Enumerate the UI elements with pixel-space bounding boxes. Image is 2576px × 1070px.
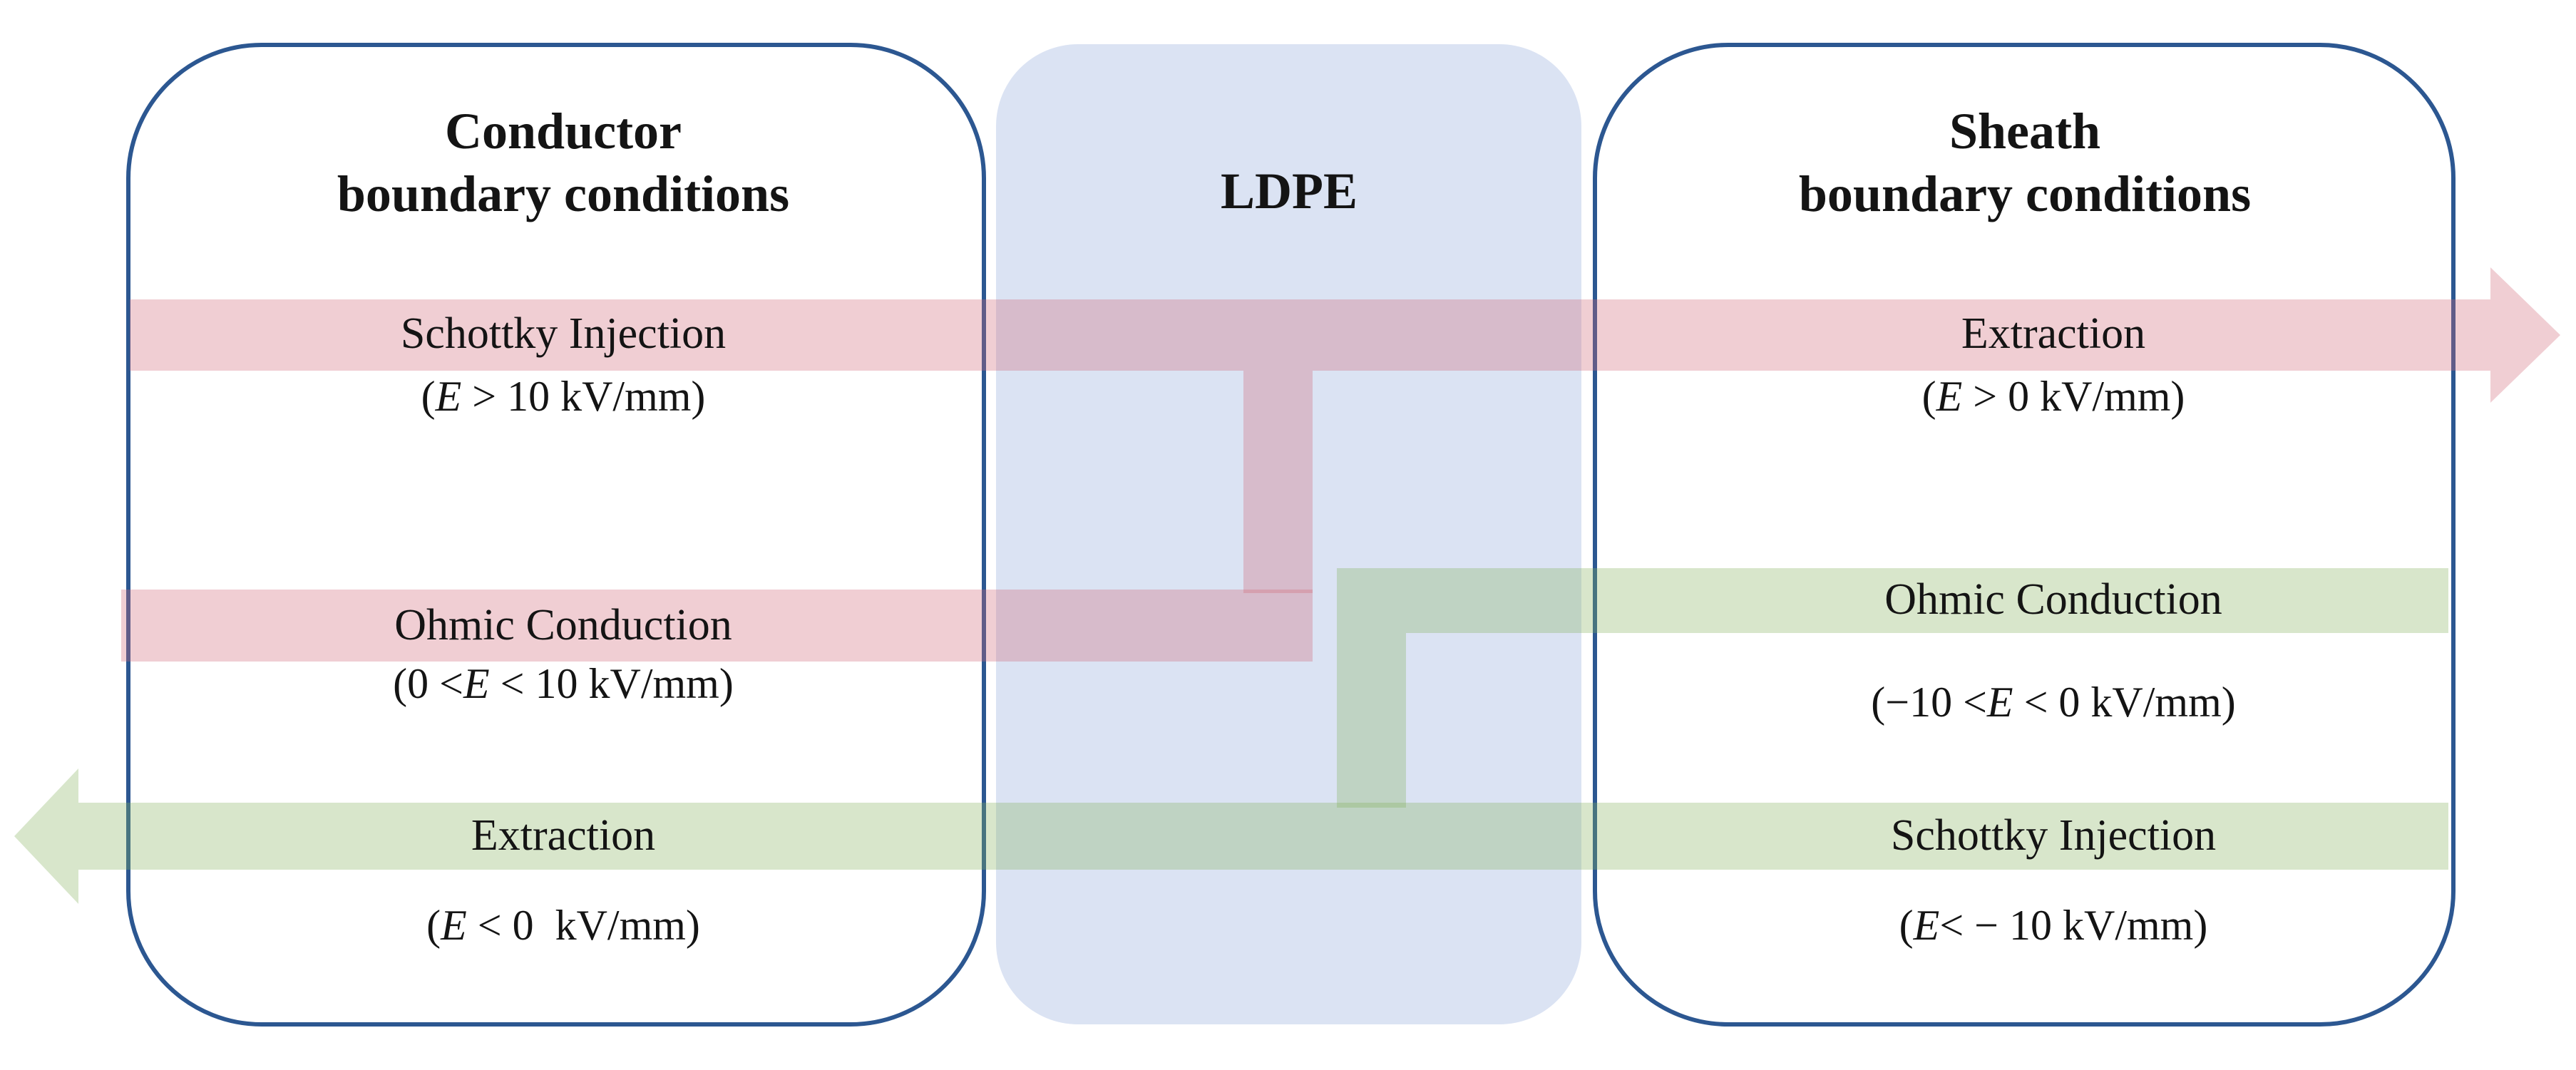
red-vertical-connector xyxy=(1243,371,1313,593)
condition-text: < 0 kV/mm) xyxy=(466,902,700,949)
red-arrow-right-icon xyxy=(2490,267,2560,403)
row-label: Schottky Injection xyxy=(400,309,727,358)
condition-text: ( xyxy=(426,902,441,949)
row-condition: (0 <E < 10 kV/mm) xyxy=(135,659,991,709)
row-label: Extraction xyxy=(1961,309,2146,358)
green-flow-band xyxy=(78,803,2448,870)
condition-text: < 10 kV/mm) xyxy=(489,660,734,707)
condition-variable: E xyxy=(463,660,490,707)
condition-text: ( xyxy=(421,373,436,420)
row-label: Schottky Injection xyxy=(1890,811,2217,860)
conductor-box-title: Conductor boundary conditions xyxy=(135,100,991,225)
condition-variable: E xyxy=(435,373,462,420)
red-flow-band xyxy=(130,299,2490,371)
condition-text: > 10 kV/mm) xyxy=(461,373,706,420)
condition-text: (0 < xyxy=(393,660,463,707)
condition-text: < − 10 kV/mm) xyxy=(1939,902,2208,949)
row-condition: (−10 <E < 0 kV/mm) xyxy=(1626,677,2481,727)
condition-text: > 0 kV/mm) xyxy=(1962,373,2185,420)
condition-variable: E xyxy=(441,902,467,949)
row-label: Extraction xyxy=(471,811,656,860)
condition-variable: E xyxy=(1913,902,1940,949)
condition-text: ( xyxy=(1899,902,1914,949)
condition-variable: E xyxy=(1936,373,1963,420)
sheath-title-line1: Sheath xyxy=(1949,103,2101,160)
row-condition: (E > 10 kV/mm) xyxy=(135,371,991,421)
green-ohmic-band xyxy=(1337,568,2448,633)
conductor-title-line1: Conductor xyxy=(444,103,682,160)
sheath-box xyxy=(1593,43,2456,1027)
green-arrow-left-icon xyxy=(14,768,78,904)
row-label: Ohmic Conduction xyxy=(394,601,732,649)
ldpe-box-title: LDPE xyxy=(1220,163,1358,220)
row-condition: (E > 0 kV/mm) xyxy=(1626,371,2481,421)
sheath-title-line2: boundary conditions xyxy=(1798,165,2252,222)
red-ohmic-band xyxy=(121,590,1313,662)
row-condition: (E < 0 kV/mm) xyxy=(135,900,991,950)
conductor-box xyxy=(126,43,986,1027)
row-condition: (E< − 10 kV/mm) xyxy=(1626,900,2481,950)
green-vertical-connector xyxy=(1337,633,1406,808)
conductor-title-line2: boundary conditions xyxy=(337,165,790,222)
condition-variable: E xyxy=(1986,679,2013,726)
condition-text: < 0 kV/mm) xyxy=(2013,679,2236,726)
sheath-box-title: Sheath boundary conditions xyxy=(1597,100,2453,225)
condition-text: (−10 < xyxy=(1871,679,1987,726)
ldpe-box xyxy=(996,44,1581,1024)
row-label: Ohmic Conduction xyxy=(1884,575,2222,624)
condition-text: ( xyxy=(1921,373,1936,420)
